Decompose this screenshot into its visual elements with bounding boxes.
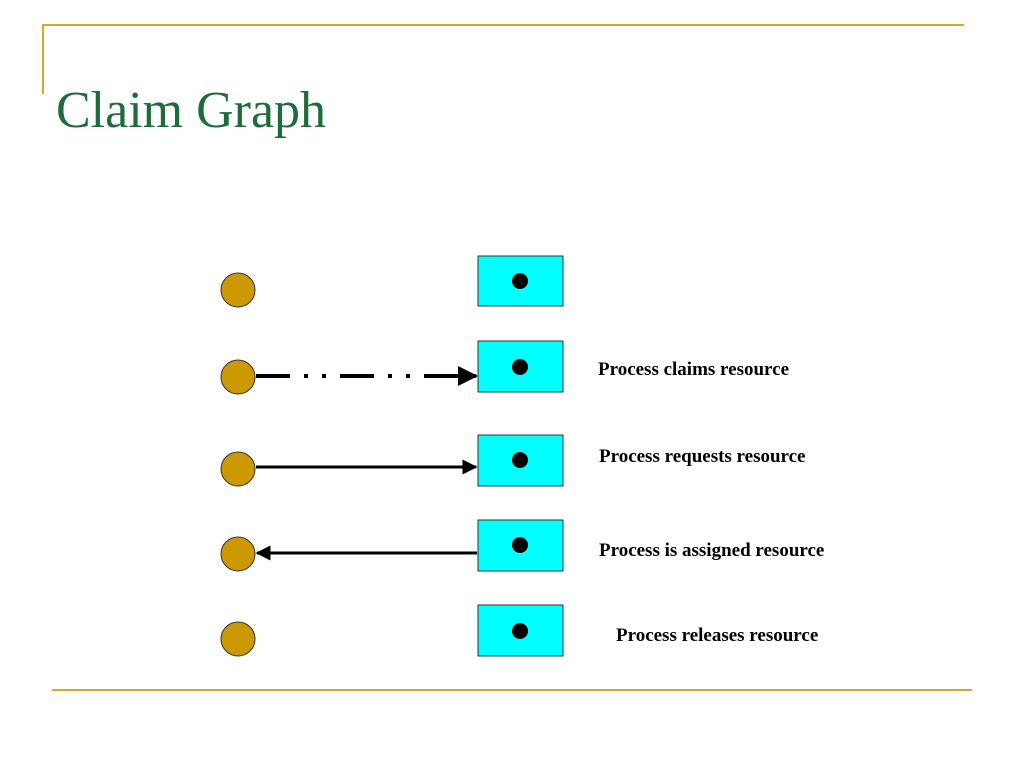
frame-left-line <box>42 24 44 94</box>
resource-instance-dot <box>512 537 528 553</box>
process-node <box>220 536 256 572</box>
legend-label-claim: Process claims resource <box>598 359 789 380</box>
process-node <box>220 272 256 308</box>
slide-title: Claim Graph <box>56 82 327 139</box>
legend-label-assign: Process is assigned resource <box>599 540 824 561</box>
process-node <box>220 451 256 487</box>
process-node <box>220 621 256 657</box>
frame-bottom-line <box>52 689 972 691</box>
resource-instance-dot <box>512 359 528 375</box>
legend-label-request: Process requests resource <box>599 446 806 467</box>
resource-instance-dot <box>512 273 528 289</box>
resource-instance-dot <box>512 452 528 468</box>
resource-instance-dot <box>512 623 528 639</box>
process-node <box>220 359 256 395</box>
legend-label-release: Process releases resource <box>616 625 818 646</box>
frame-top-line <box>42 24 964 26</box>
